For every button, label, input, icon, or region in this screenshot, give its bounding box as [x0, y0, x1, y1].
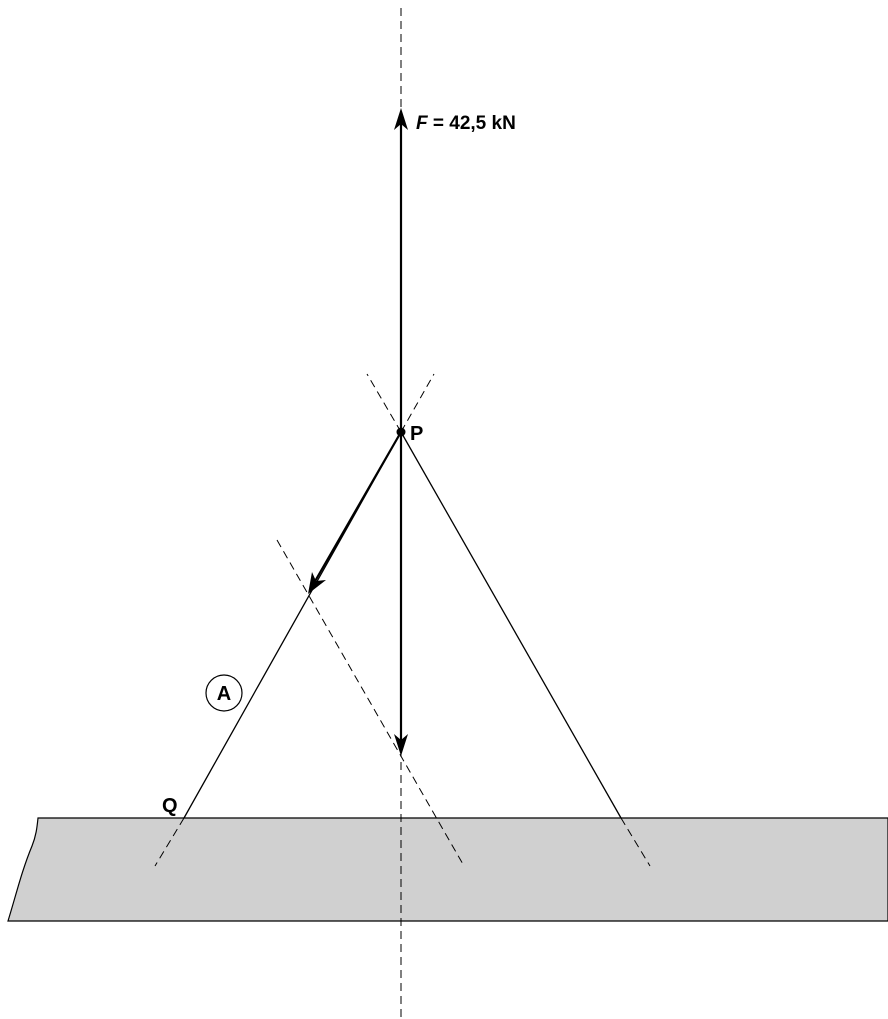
component-a-arrowhead: [308, 572, 326, 594]
strut-a-ground-extension: [154, 817, 185, 867]
resultant-force-arrowhead: [394, 734, 408, 756]
point-p-label: P: [410, 423, 423, 445]
parallel-construction-line: [276, 539, 465, 867]
point-q-label: Q: [162, 795, 178, 817]
extension-line-right-strut: [366, 373, 402, 433]
point-p-dot: [396, 427, 406, 437]
member-a-circle: [205, 674, 243, 712]
right-strut-ground-extension: [620, 817, 651, 867]
ground-surface: [7, 817, 888, 922]
extension-line-left-strut: [400, 373, 435, 433]
force-value: = 42,5 kN: [428, 113, 516, 134]
force-label: F = 42,5 kN: [416, 113, 516, 134]
force-f-arrowhead: [394, 108, 408, 130]
strut-right: [400, 431, 622, 819]
component-a-arrow-shaft: [313, 431, 402, 584]
member-a-label: A: [217, 683, 231, 705]
force-symbol: F: [416, 113, 429, 134]
